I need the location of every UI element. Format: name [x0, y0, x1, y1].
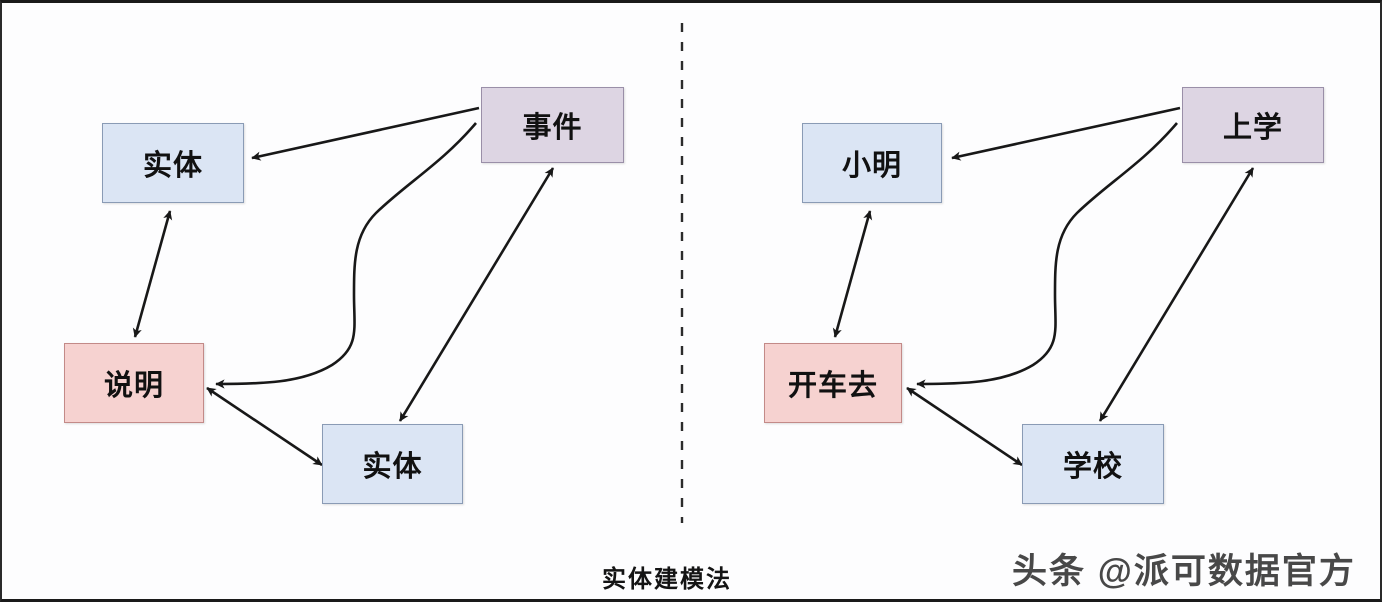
node-label: 上学: [1222, 112, 1283, 144]
node-label: 实体: [362, 451, 423, 483]
edge-layer: [132, 23, 1255, 523]
edge-entity-bottom-to-event: [398, 167, 555, 422]
node-entity-top[interactable]: 实体: [102, 123, 244, 203]
edge-event-to-entity-top: [251, 106, 480, 161]
node-person[interactable]: 小明: [802, 123, 942, 203]
edge-event-to-desc-curve: [215, 122, 477, 389]
node-entity-bottom[interactable]: 实体: [322, 424, 463, 504]
edge-desc-to-entity-top: [132, 210, 173, 338]
node-label: 学校: [1062, 451, 1123, 483]
node-event[interactable]: 事件: [481, 87, 624, 163]
diagram-caption: 实体建模法: [602, 566, 732, 593]
edge-desc-to-entity-bottom: [206, 386, 323, 467]
node-label: 开车去: [787, 370, 878, 402]
node-description-drive[interactable]: 开车去: [764, 343, 902, 423]
node-description[interactable]: 说明: [64, 343, 204, 423]
node-label: 实体: [142, 150, 203, 182]
edge-event-to-desc-curve-right: [916, 122, 1178, 389]
node-label: 说明: [103, 370, 164, 402]
edge-event-to-person: [951, 106, 1181, 161]
node-label: 小明: [841, 150, 902, 182]
node-school[interactable]: 学校: [1022, 424, 1164, 504]
edge-desc-to-person: [832, 210, 873, 338]
edge-school-to-event: [1098, 167, 1255, 422]
edge-desc-to-school: [906, 386, 1023, 467]
node-event-school-trip[interactable]: 上学: [1182, 87, 1324, 163]
node-label: 事件: [522, 112, 583, 144]
toutiao-watermark: 头条 @派可数据官方: [1012, 552, 1356, 591]
